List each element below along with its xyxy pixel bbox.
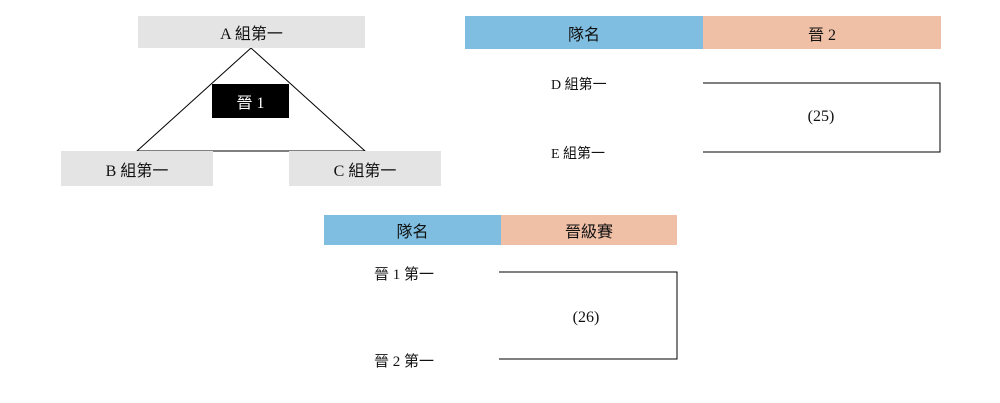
match-25-number: (25): [807, 108, 835, 125]
bracket-26-line: [499, 271, 678, 360]
match-26-team-bottom: 晉 2 第一: [374, 354, 435, 370]
match-26-header-team: 隊名: [324, 215, 501, 245]
match-25-team-top: D 組第一: [551, 78, 607, 93]
group-a-first: A 組第一: [138, 16, 365, 48]
group-b-first-label: B 組第一: [105, 162, 169, 180]
match-25-header-team-label: 隊名: [567, 26, 600, 44]
playoff-1-label: 晉 1: [236, 95, 265, 112]
group-c-first-label: C 組第一: [333, 162, 397, 180]
group-c-first: C 組第一: [289, 151, 441, 186]
bracket-25-line: [703, 82, 941, 153]
match-25-header-round: 晉 2: [703, 16, 941, 49]
match-26-header-team-label: 隊名: [396, 224, 429, 241]
playoff-1-box: 晉 1: [212, 84, 289, 118]
match-26-header-round-label: 晉級賽: [564, 224, 613, 241]
match-25-header-team: 隊名: [465, 16, 703, 49]
match-26-number: (26): [572, 309, 600, 326]
match-25-team-bottom: E 組第一: [551, 147, 606, 162]
group-b-first: B 組第一: [61, 151, 213, 186]
match-26-team-top: 晉 1 第一: [374, 267, 435, 283]
match-25-header-round-label: 晉 2: [807, 26, 836, 44]
match-26-header-round: 晉級賽: [501, 215, 677, 245]
group-a-first-label: A 組第一: [220, 26, 283, 43]
group-triangle: [135, 47, 367, 152]
